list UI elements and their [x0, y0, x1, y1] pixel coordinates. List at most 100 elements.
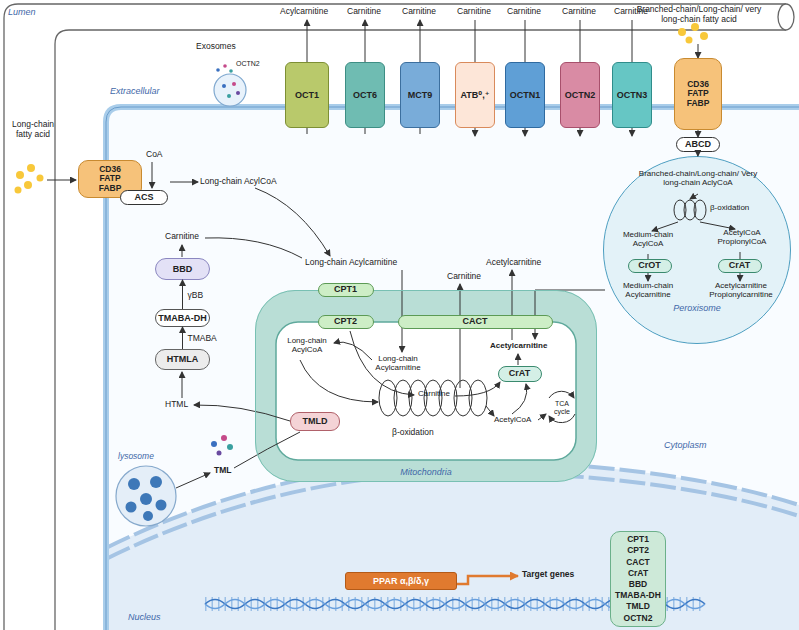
annotation-label: Branched-chain/Long-chain/ very long-cha… — [634, 5, 764, 24]
node-label: TMABA-DH — [158, 313, 207, 323]
layout-shape — [182, 372, 183, 398]
layout-shape — [469, 380, 487, 416]
layout-shape — [678, 28, 686, 36]
layout-shape — [700, 32, 708, 40]
annotation-label: Carnitine — [165, 232, 199, 242]
node-label: CPT1 — [334, 284, 357, 294]
cell-interior — [106, 107, 799, 630]
node-label: Peroxisome — [604, 303, 790, 313]
layout-shape — [227, 444, 233, 450]
layout-shape — [217, 451, 222, 456]
annotation-label: OCTN2 — [236, 60, 260, 68]
nucleus-fill — [106, 461, 799, 630]
layout-shape — [698, 44, 699, 58]
node-label: CPT2 — [627, 545, 649, 556]
annotation-label: CoA — [146, 150, 163, 160]
layout-shape — [691, 23, 699, 31]
annotation-label: Acylcarnitine — [280, 7, 328, 17]
acs-enzyme: ACS — [120, 190, 168, 205]
node-label: CD36 FATP FABP — [95, 165, 125, 194]
layout-shape — [182, 245, 183, 257]
annotation-label: Exosomes — [196, 42, 236, 52]
annotation-label: lysosome — [118, 452, 154, 462]
node-label: OCTN1 — [510, 90, 541, 100]
layout-shape — [194, 405, 290, 421]
layout-shape — [211, 441, 217, 447]
node-label: ATB⁰,⁺ — [460, 90, 489, 100]
layout-shape — [236, 91, 240, 95]
target-gene-list: CPT1CPT2CACTCrATBBDTMABA-DHTMLDOCTN2 — [610, 531, 666, 627]
node-label: TMLD — [626, 601, 650, 612]
annotation-label: Acetylcarnitine Propionylcarnitine — [702, 282, 780, 300]
cpt2-enzyme: CPT2 — [318, 315, 374, 329]
layout-shape — [549, 414, 575, 423]
node-label: CrOT — [638, 260, 661, 270]
annotation-label: Carnitine — [418, 390, 450, 399]
annotation-label: Acetylcarnitine — [490, 342, 547, 351]
cact-transporter: CACT — [398, 315, 553, 329]
layout-shape — [221, 435, 227, 441]
layout-shape — [15, 187, 22, 194]
layout-shape — [402, 270, 403, 352]
fatty-acid-dots — [15, 23, 709, 194]
layout-shape — [518, 354, 519, 365]
tmld-enzyme: TMLD — [290, 412, 340, 431]
layout-shape — [37, 175, 44, 182]
layout-shape — [128, 478, 140, 490]
cell-membrane — [106, 107, 799, 630]
annotation-label: Extracellular — [110, 86, 160, 96]
annotation-label: AcetylCoA — [494, 416, 531, 425]
transporter-protein: OCTN1 — [505, 62, 545, 128]
layout-shape — [205, 238, 302, 258]
node-label: TMLD — [303, 416, 328, 426]
node-label: Mitochondria — [256, 467, 596, 477]
transporter-protein: OCTN2 — [560, 62, 600, 128]
node-label: TMABA-DH — [615, 590, 661, 601]
layout-shape — [27, 164, 35, 172]
layout-shape — [223, 64, 227, 68]
node-label: OCTN2 — [565, 90, 596, 100]
transporter-protein: OCTN3 — [612, 62, 652, 128]
node-label: CrAT — [509, 368, 530, 378]
lumen-end — [778, 4, 794, 30]
annotation-label: β-oxidation — [710, 204, 749, 213]
tml-dots — [211, 435, 233, 456]
arrow-connector — [182, 327, 183, 349]
node-label: CACT — [626, 557, 650, 568]
transporter-protein: OCT1 — [285, 62, 329, 128]
layout-shape — [460, 284, 461, 388]
node-label: ABCD — [685, 139, 711, 149]
annotation-label: Carnitine — [507, 7, 541, 17]
transporter-protein: ATB⁰,⁺ — [455, 62, 495, 128]
layout-shape — [143, 511, 153, 521]
crat-enzyme: CrAT — [498, 366, 542, 382]
transporter-protein: MCT9 — [400, 62, 440, 128]
node-label: OCT1 — [295, 90, 319, 100]
bbd-enzyme: BBD — [155, 258, 210, 280]
exosome — [214, 64, 246, 106]
layout-shape — [216, 68, 220, 72]
layout-shape — [176, 473, 210, 488]
layout-shape — [694, 200, 706, 220]
layout-shape — [152, 162, 153, 188]
node-label: HTMLA — [167, 354, 199, 364]
nuclear-envelope — [106, 472, 799, 559]
htmla-enzyme: HTMLA — [155, 349, 210, 370]
annotation-label: Medium-chain Acylcarnitine — [616, 282, 680, 300]
layout-shape — [156, 500, 167, 511]
node-label: CD36 FATP FABP — [683, 80, 713, 109]
crot-enzyme: CrOT — [628, 259, 672, 273]
tmaba-dh-enzyme: TMABA-DH — [155, 309, 210, 327]
layout-shape — [24, 181, 32, 189]
peroxisome-fill — [604, 157, 790, 343]
layout-shape — [549, 391, 574, 398]
fatty-acid-transporter: CD36 FATP FABP — [674, 58, 722, 130]
layout-shape — [222, 84, 226, 88]
layout-shape — [700, 222, 735, 229]
layout-shape — [690, 194, 698, 199]
annotation-label: Cytoplasm — [664, 440, 707, 450]
annotation-label: Nucleus — [128, 612, 161, 622]
cpt1-enzyme: CPT1 — [318, 283, 374, 297]
layout-shape — [47, 180, 76, 181]
annotation-label: HTML — [165, 400, 188, 410]
